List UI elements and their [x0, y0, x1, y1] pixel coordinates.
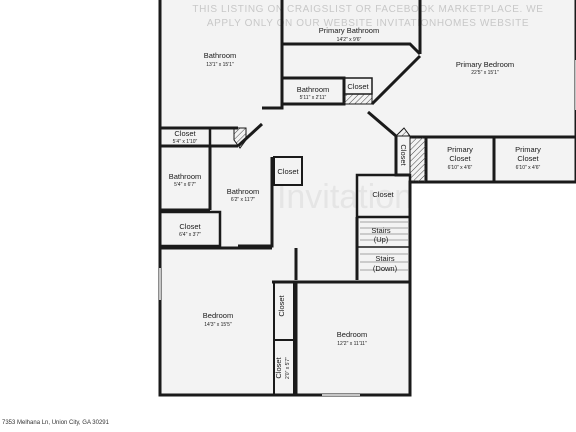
dim-primary-bedroom: 22'5" x 15'1" — [471, 70, 499, 76]
dim-closet-left: 5'4" x 1'10" — [173, 139, 198, 145]
label-stairs-up-b: (Up) — [374, 235, 389, 244]
label-primary-bathroom: Primary Bathroom — [319, 26, 379, 35]
address-footer: 7353 Melhana Ln, Union City, GA 30291 — [2, 420, 110, 426]
label-primary-closet-1-a: Primary — [447, 145, 473, 154]
label-closet-left: Closet — [174, 129, 196, 138]
dim-bathroom-tl: 13'1" x 15'1" — [206, 62, 234, 68]
label-bathroom-tl: Bathroom — [204, 51, 237, 60]
label-closet-mid: Closet — [277, 167, 299, 176]
exterior-walls — [158, 0, 576, 397]
dim-closet-lower-left: 6'4" x 3'7" — [179, 232, 201, 238]
label-bedroom-left: Bedroom — [203, 311, 233, 320]
label-closet-bed-b: Closet — [274, 356, 283, 378]
label-bedroom-right: Bedroom — [337, 330, 367, 339]
label-closet-vert-right: Closet — [399, 144, 408, 166]
label-stairs-down-a: Stairs — [375, 254, 394, 263]
watermark-line-2: APPLY ONLY ON OUR WEBSITE INVITATIONHOME… — [207, 18, 529, 29]
label-closet-lower-left: Closet — [179, 222, 201, 231]
label-primary-closet-2-a: Primary — [515, 145, 541, 154]
interior-walls — [158, 0, 576, 396]
label-stairs-up-a: Stairs — [371, 226, 390, 235]
label-closet-bed-a: Closet — [277, 294, 286, 316]
windows — [159, 60, 576, 396]
dim-primary-closet-2: 6'10" x 4'6" — [516, 165, 541, 171]
dim-bedroom-right: 12'2" x 11'11" — [337, 341, 367, 347]
label-closet-landing: Closet — [372, 190, 394, 199]
dim-bathroom-small: 5'11" x 2'11" — [300, 95, 327, 101]
dim-bedroom-left: 14'3" x 15'5" — [204, 322, 232, 328]
watermark-line-1: THIS LISTING ON CRAIGSLIST OR FACEBOOK M… — [192, 4, 543, 15]
dim-bathroom-left: 5'4" x 6'7" — [174, 182, 196, 188]
dim-primary-closet-1: 6'10" x 4'6" — [448, 165, 473, 171]
label-bathroom-small: Bathroom — [297, 85, 330, 94]
label-bathroom-mid: Bathroom — [227, 187, 260, 196]
dim-closet-bed-b: 2'0" x 5'7" — [285, 357, 291, 379]
dim-primary-bathroom: 14'2" x 9'6" — [337, 37, 362, 43]
label-primary-closet-1-b: Closet — [449, 154, 471, 163]
room-labels: Bathroom 13'1" x 15'1" Primary Bathroom … — [169, 26, 541, 379]
dim-bathroom-mid: 6'2" x 11'7" — [231, 197, 255, 203]
label-closet-top: Closet — [347, 82, 369, 91]
label-bathroom-left: Bathroom — [169, 172, 202, 181]
label-primary-closet-2-b: Closet — [517, 154, 539, 163]
label-primary-bedroom: Primary Bedroom — [456, 60, 514, 69]
stair-treads — [360, 221, 408, 271]
label-stairs-down-b: (Down) — [373, 264, 398, 273]
floor-fill — [160, 0, 576, 395]
